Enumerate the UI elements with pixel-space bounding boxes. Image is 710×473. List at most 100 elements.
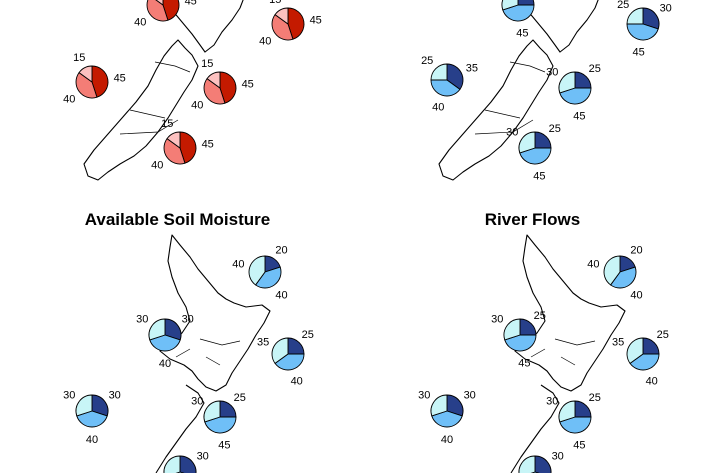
pie-label: 30 xyxy=(136,314,148,326)
pie-label: 35 xyxy=(257,336,269,348)
pie-layer: 454015454015454015454015454015 xyxy=(63,0,322,172)
pie-label: 25 xyxy=(534,310,546,322)
pie-slice-2 xyxy=(155,0,164,6)
pie-label: 30 xyxy=(191,396,203,408)
pie-label: 45 xyxy=(573,440,585,452)
pie-label: 25 xyxy=(617,0,629,11)
pie-label: 45 xyxy=(518,358,530,370)
pie-slice-0 xyxy=(517,0,535,6)
pie-slice-2 xyxy=(203,400,221,423)
pie-slice-1 xyxy=(502,4,535,22)
panel-title: River Flows xyxy=(484,210,581,229)
new-zealand-map: 454015454015454015454015454015 xyxy=(63,0,322,181)
pie-slice-1 xyxy=(430,79,461,97)
pie-label: 30 xyxy=(464,390,476,402)
pie-slice-0 xyxy=(642,7,660,30)
pie-slice-0 xyxy=(534,455,552,473)
pie-label: 15 xyxy=(73,52,85,64)
pie-label: 45 xyxy=(573,111,585,123)
pie-label: 30 xyxy=(506,127,518,139)
pie-slice-2 xyxy=(501,0,519,11)
south-island-coast xyxy=(510,384,560,473)
north-island-coast xyxy=(159,234,271,392)
pie-label: 40 xyxy=(587,258,599,270)
pie-label: 45 xyxy=(218,440,230,452)
pie-label: 35 xyxy=(612,336,624,348)
pie-slice-1 xyxy=(163,137,186,165)
pie-label: 45 xyxy=(202,139,214,151)
pie-slice-1 xyxy=(504,334,537,352)
pie-slice-2 xyxy=(78,65,93,83)
pie-label: 15 xyxy=(201,58,213,70)
north-island-coast xyxy=(514,234,626,392)
pie-south: 30 xyxy=(518,451,564,473)
pie-slice-1 xyxy=(254,266,282,289)
pie-slice-2 xyxy=(518,131,536,154)
pie-west: 30 40 30 xyxy=(418,390,476,447)
pie-label: 25 xyxy=(589,392,601,404)
pie-south: 30 xyxy=(163,451,209,473)
pie-label: 45 xyxy=(632,47,644,59)
pie-slice-1 xyxy=(559,87,592,105)
pie-slice-1 xyxy=(76,410,108,428)
pie-slice-2 xyxy=(603,255,621,286)
south-island-coast xyxy=(83,39,199,181)
region-boundary xyxy=(474,61,546,135)
pie-east: 25 40 35 xyxy=(612,329,669,387)
pie-label: 30 xyxy=(491,314,503,326)
pie-label: 45 xyxy=(310,15,322,27)
pie-label: 30 xyxy=(418,390,430,402)
pie-label: 40 xyxy=(63,94,75,106)
pie-slice-1 xyxy=(271,13,294,41)
pie-label: 40 xyxy=(134,17,146,29)
pie-label: 40 xyxy=(441,434,453,446)
pie-label: 20 xyxy=(275,244,287,256)
pie-slice-0 xyxy=(179,131,197,164)
pie-label: 40 xyxy=(259,36,271,48)
panel-title: Available Soil Moisture xyxy=(84,210,271,229)
pie-slice-2 xyxy=(75,394,93,417)
pie-slice-0 xyxy=(219,71,237,104)
pie-label: 15 xyxy=(161,118,173,130)
pie-slice-0 xyxy=(446,394,464,417)
pie-label: 25 xyxy=(657,329,669,341)
pie-label: 45 xyxy=(185,0,197,8)
pie-label: 25 xyxy=(302,329,314,341)
pie-slice-2 xyxy=(503,318,521,341)
pie-slice-0 xyxy=(179,455,197,473)
pie-label: 40 xyxy=(232,258,244,270)
pie-label: 40 xyxy=(432,102,444,114)
pie-slice-2 xyxy=(558,71,576,94)
pie-label: 40 xyxy=(646,376,658,388)
pie-slice-1 xyxy=(431,410,463,428)
pie-slice-1 xyxy=(519,147,552,165)
pie-slice-2 xyxy=(271,337,289,365)
region-boundary xyxy=(530,338,596,366)
pie-label: 40 xyxy=(159,358,171,370)
pie-central-north: 25 45 30 xyxy=(491,310,546,370)
pie-slice-2 xyxy=(518,455,536,473)
pie-slice-2 xyxy=(558,400,576,423)
pie-label: 30 xyxy=(63,390,75,402)
pie-label: 20 xyxy=(630,244,642,256)
pie-label: 30 xyxy=(546,67,558,79)
pie-slice-0 xyxy=(162,0,180,21)
pie-label: 40 xyxy=(191,100,203,112)
pie-label: 25 xyxy=(421,55,433,67)
pie-label: 30 xyxy=(552,451,564,463)
pie-slice-1 xyxy=(75,71,98,99)
pie-north-east: 30 45 25 xyxy=(617,0,672,59)
pie-label: 30 xyxy=(197,451,209,463)
pie-slice-0 xyxy=(91,394,109,417)
pie-slice-1 xyxy=(149,334,181,352)
pie-label: 30 xyxy=(660,3,672,15)
pie-label: 30 xyxy=(182,314,194,326)
